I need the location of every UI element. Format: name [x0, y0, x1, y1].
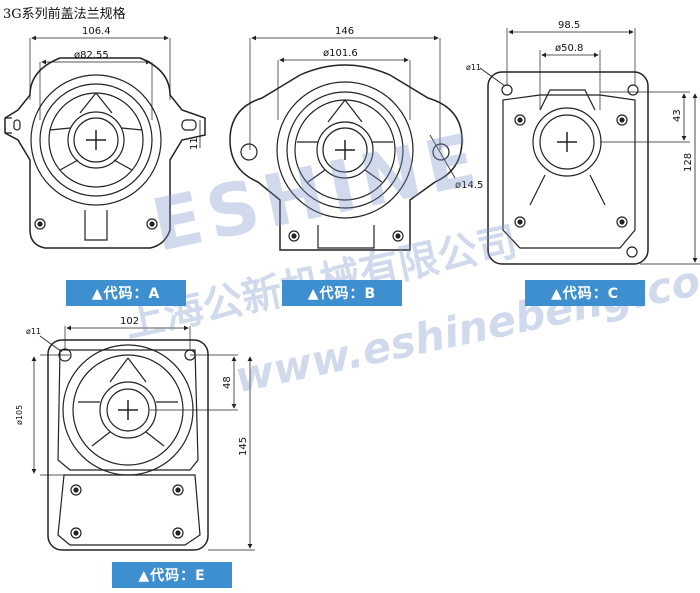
page-title: 3G系列前盖法兰规格: [3, 7, 126, 22]
dim-e-hole: ø11: [26, 327, 41, 336]
code-label-b: ▲代码：B: [282, 280, 402, 306]
dim-e-offset: 48: [222, 376, 233, 389]
dim-b-hole: ø14.5: [455, 180, 483, 191]
dim-e-height: 145: [238, 437, 249, 456]
dim-e-width: 102: [120, 316, 139, 327]
dim-b-bore: ø101.6: [323, 48, 358, 59]
flange-e-drawing: [31, 325, 255, 551]
dim-c-width: 98.5: [558, 20, 580, 31]
flange-a-drawing: [4, 35, 206, 249]
code-label-c: ▲代码：C: [525, 280, 645, 306]
dim-a-width: 106.4: [82, 26, 111, 37]
flange-c-drawing: [479, 28, 700, 265]
code-label-e: ▲代码：E: [112, 562, 232, 588]
code-label-a: ▲代码：A: [66, 280, 186, 306]
dim-a-bore: ø82.55: [74, 50, 109, 61]
dim-e-bore: ø105: [15, 405, 24, 425]
dim-a-tab: 11: [189, 137, 200, 150]
dim-b-width: 146: [335, 26, 354, 37]
dim-c-offset: 43: [672, 109, 683, 122]
flange-b-drawing: [229, 35, 463, 251]
dim-c-bore: ø50.8: [555, 43, 583, 54]
dim-c-height: 128: [683, 153, 694, 172]
dim-c-hole: ø11: [466, 63, 481, 72]
